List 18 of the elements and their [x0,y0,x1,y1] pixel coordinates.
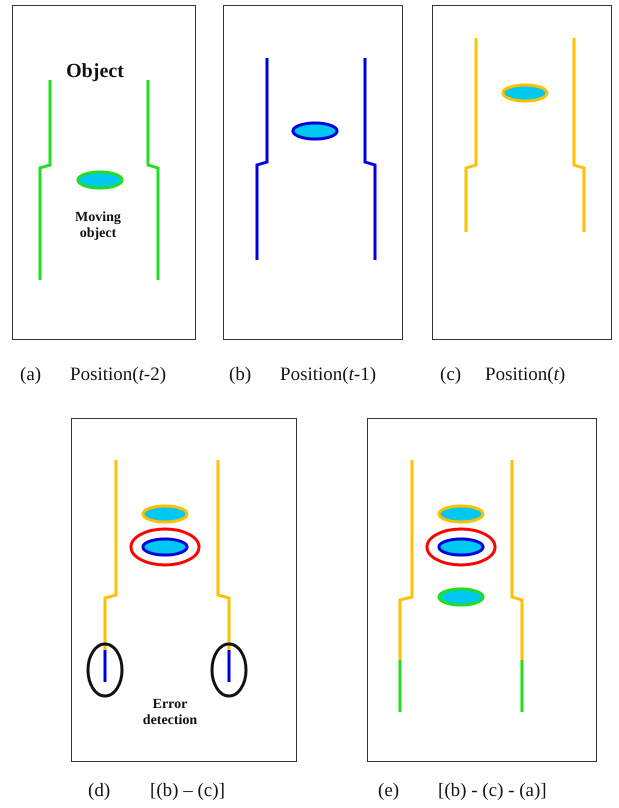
panel-letter: (c) [440,364,462,386]
panel-frame [71,418,297,762]
panel-letter: (d) [88,780,110,802]
panel-caption: Position(t) [485,364,566,386]
panel-frame [432,5,612,340]
object-label: Moving object [74,210,122,242]
panel-caption: [(b) – (c)] [150,780,225,802]
panel-frame [12,5,196,340]
panel-frame [367,418,597,762]
panel-letter: (a) [20,364,42,386]
object-label: Error detection [142,696,198,729]
panel-caption: [(b) - (c) - (a)] [438,780,547,802]
panel-frame [223,5,403,340]
object-label: Object [65,60,125,83]
panel-letter: (b) [229,364,252,386]
panel-caption: Position(t-1) [280,364,376,386]
panel-letter: (e) [378,780,400,802]
panel-caption: Position(t-2) [70,364,166,386]
